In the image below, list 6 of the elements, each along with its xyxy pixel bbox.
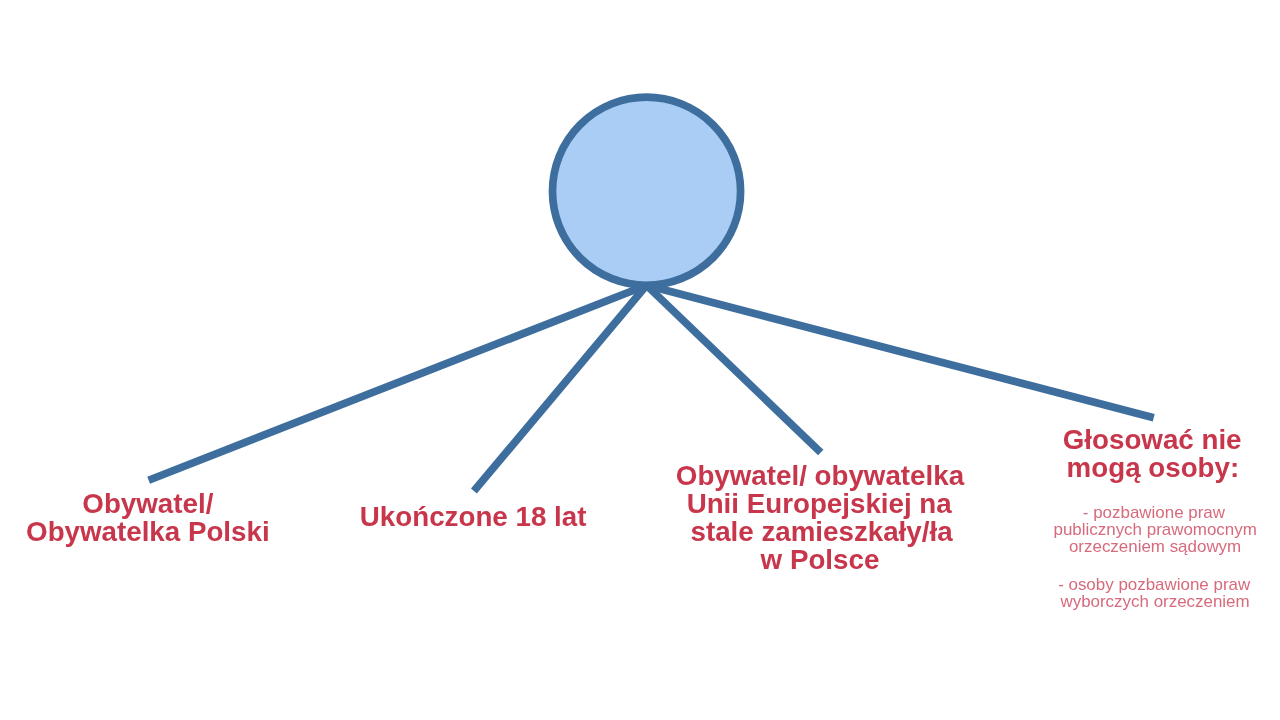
node-text: Głosować nie mogą osoby: - pozbawione praw publicznych prawomocnym orzeczeniem sądowym - osoby pozbawione praw wyborczych orzeczeniem xyxy=(1053,424,1257,612)
connector xyxy=(645,281,1155,422)
node-text: Obywatel/ obywatelka Unii Europejskiej na stale zamieszkały/ła w Polsce xyxy=(675,460,965,575)
node-text: Obywatel/ Obywatelka Polski xyxy=(26,488,270,547)
node-person xyxy=(548,93,745,290)
node-text: Ukończone 18 lat xyxy=(359,500,587,532)
